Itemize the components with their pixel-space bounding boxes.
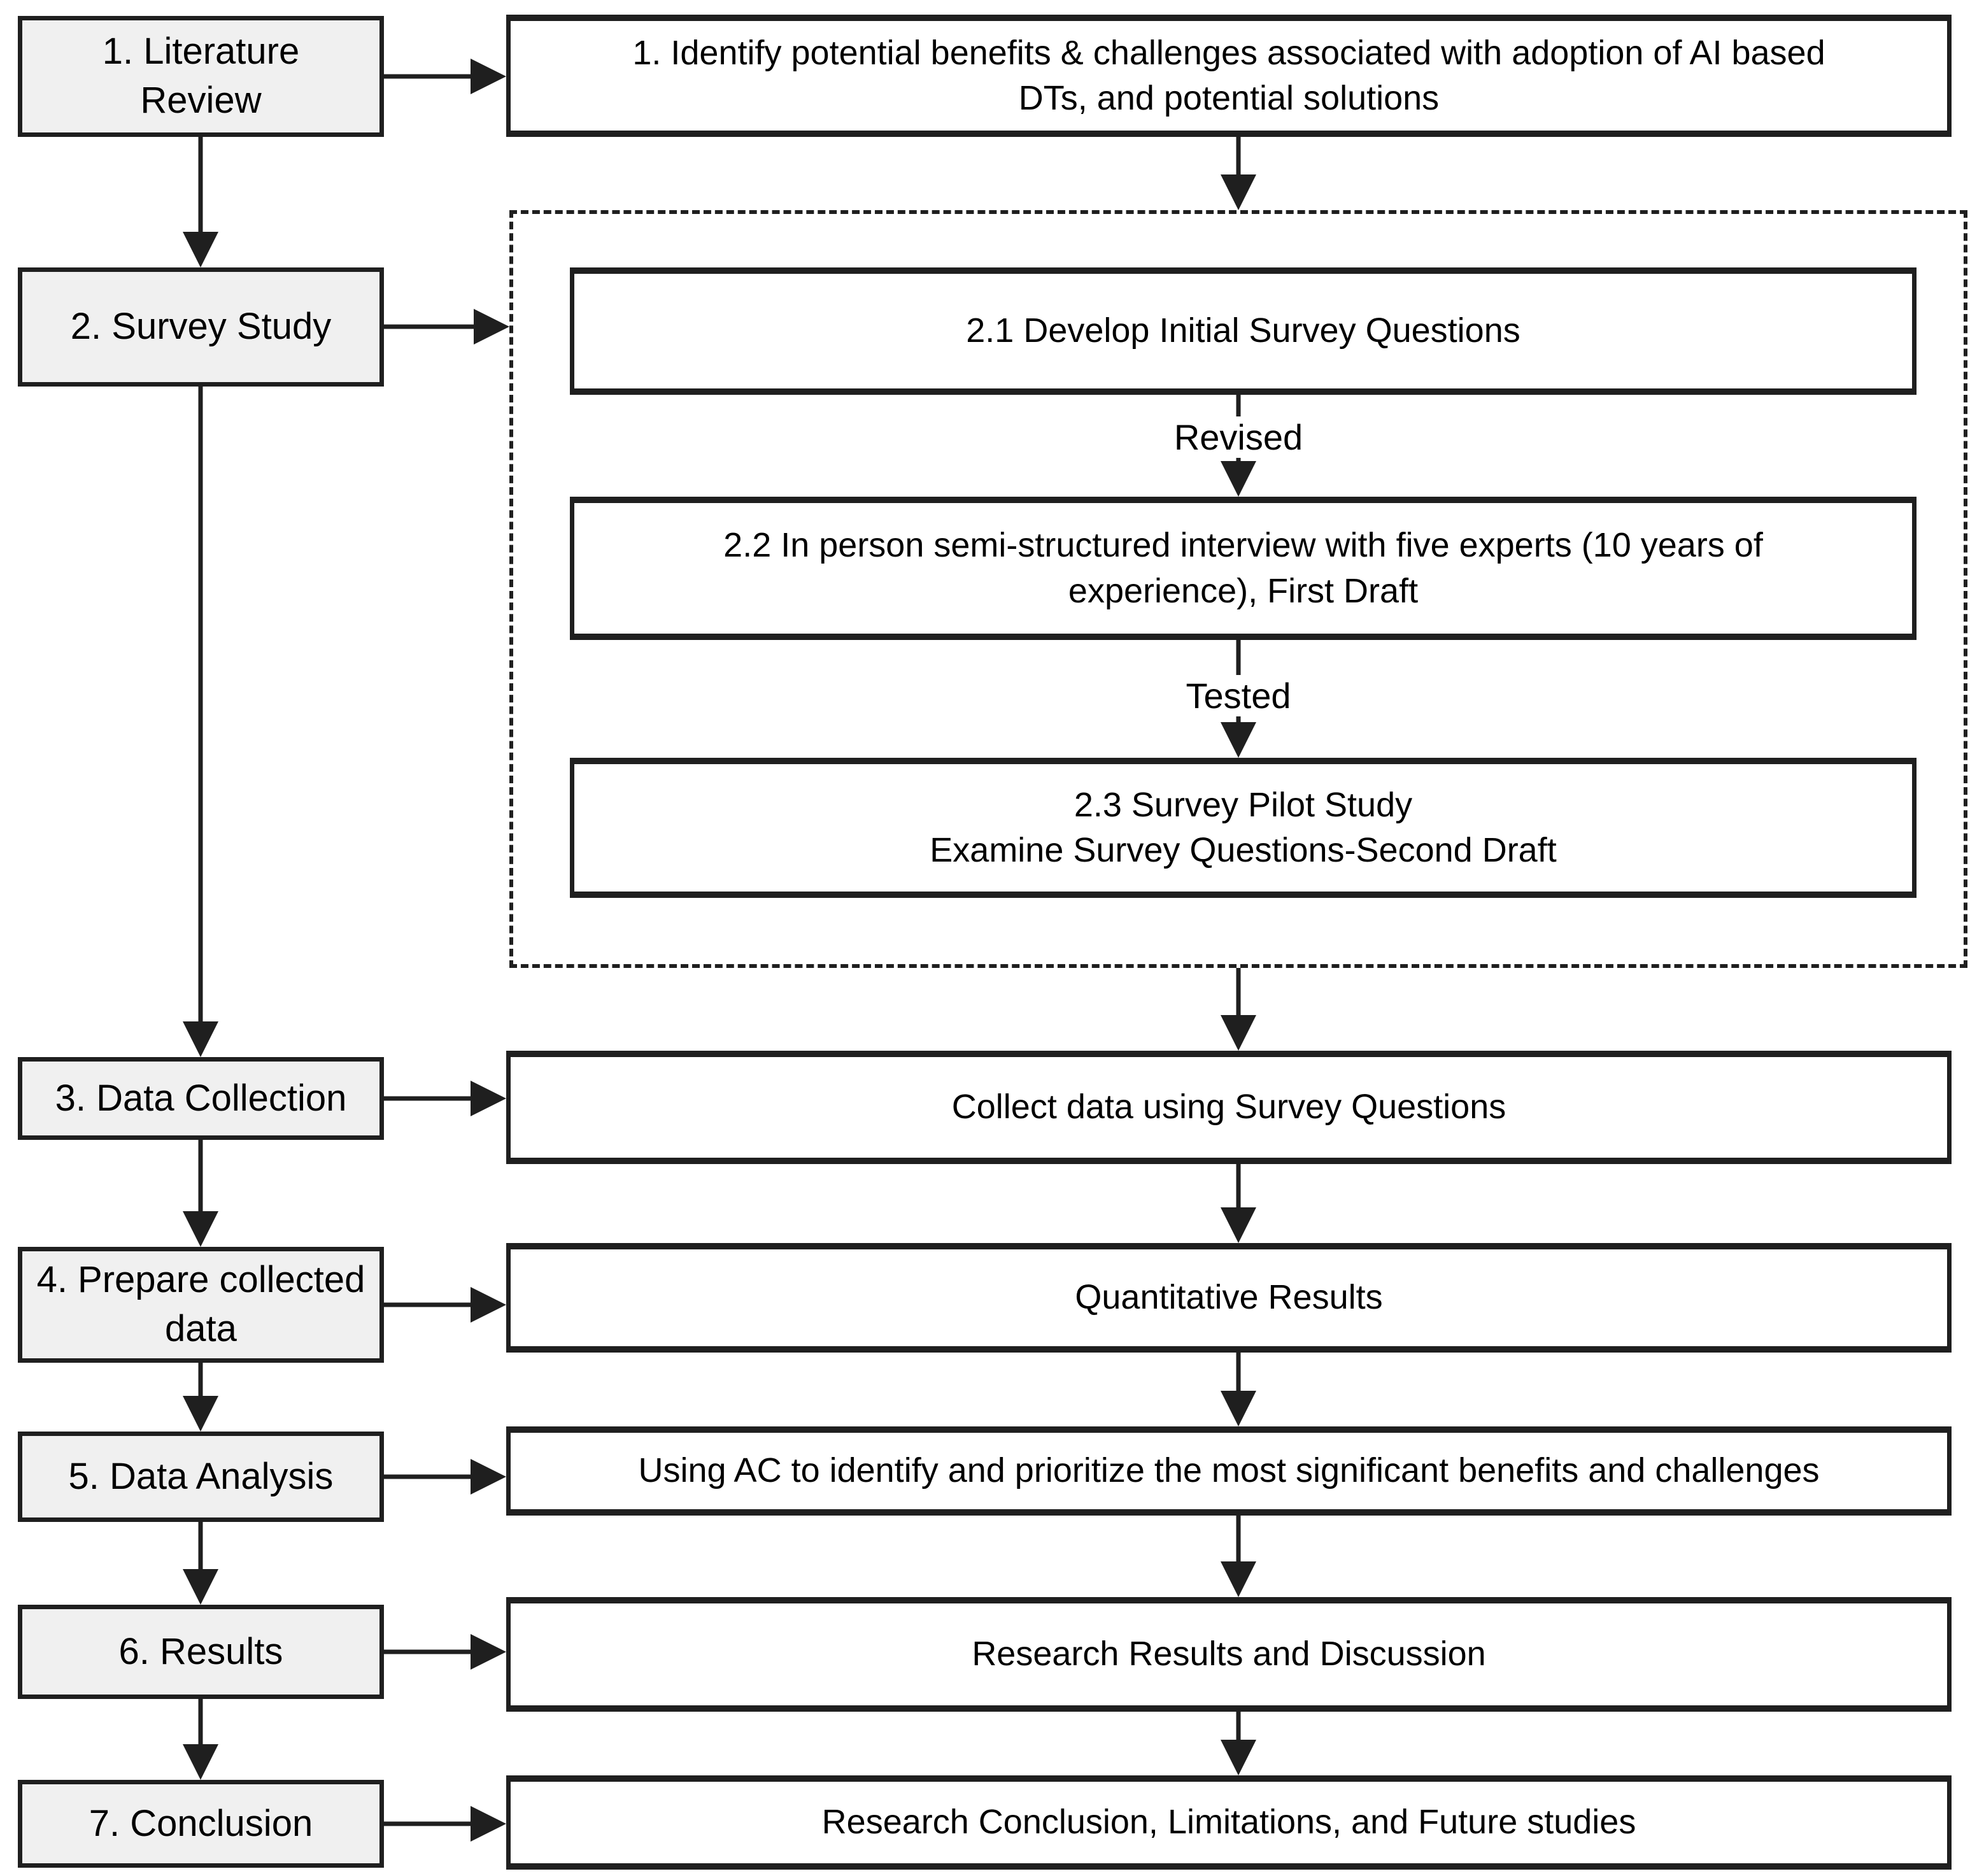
arrow-shaft [1236,1712,1241,1744]
arrow-ac-to-results [1221,1516,1256,1597]
arrow-shaft [384,1474,474,1479]
step-box-literature-review: 1. Literature Review [18,16,384,137]
step-label: 4. Prepare collected data [36,1259,365,1349]
arrow-shaft [1236,968,1241,1019]
substep-text: 2.1 Develop Initial Survey Questions [966,311,1520,350]
arrow-head-icon [183,1396,218,1432]
arrow-shaft [384,74,474,79]
arrow-shaft [1236,1353,1241,1395]
arrow-substep21-to-substep22: Revised [1165,395,1312,497]
step-label: 2. Survey Study [70,306,332,348]
arrow-shaft [198,1699,203,1748]
arrow-head-icon [471,1081,506,1116]
step-label: 6. Results [118,1630,283,1672]
arrow-head-icon [1221,1207,1256,1243]
substep-text: 2.3 Survey Pilot Study Examine Survey Qu… [930,785,1557,869]
detail-text: Research Conclusion, Limitations, and Fu… [821,1803,1636,1842]
arrow-shaft [1236,1516,1241,1565]
arrow-head-icon [183,232,218,267]
arrow-group-to-collect-data [1221,968,1256,1051]
step-box-survey-study: 2. Survey Study [18,267,384,387]
detail-text: Quantitative Results [1075,1278,1383,1317]
arrow-shaft [198,1522,203,1573]
arrow-step3-to-step4 [183,1140,218,1247]
arrow-head-icon [471,1287,506,1323]
detail-box-conclusion-limitations: Research Conclusion, Limitations, and Fu… [506,1775,1952,1870]
arrow-literature-to-detail [384,59,506,94]
arrow-shaft [1236,137,1241,178]
arrow-collection-to-detail [384,1081,506,1116]
arrow-shaft [384,1649,474,1654]
arrow-survey-to-group [384,309,509,345]
arrow-shaft [384,324,478,329]
detail-text: Using AC to identify and prioritize the … [638,1451,1820,1490]
arrow-head-icon [471,1459,506,1495]
substep-box-pilot-study: 2.3 Survey Pilot Study Examine Survey Qu… [570,758,1917,898]
arrow-head-icon [474,309,509,345]
step-label: 5. Data Analysis [68,1455,334,1497]
arrow-head-icon [183,1211,218,1247]
arrow-head-icon [471,1806,506,1842]
arrow-analysis-to-detail [384,1459,506,1495]
arrow-head-icon [1221,1561,1256,1597]
arrow-shaft [384,1096,474,1101]
arrow-head-icon [1221,174,1256,210]
arrow-shaft [198,387,203,1025]
detail-text: Collect data using Survey Questions [951,1088,1506,1126]
arrow-substep22-to-substep23: Tested [1177,640,1300,758]
detail-text: Research Results and Discussion [972,1635,1486,1673]
detail-box-quantitative-results: Quantitative Results [506,1243,1952,1353]
arrow-step4-to-step5 [183,1363,218,1432]
step-box-results: 6. Results [18,1605,384,1699]
detail-box-data-analysis-ac: Using AC to identify and prioritize the … [506,1426,1952,1516]
detail-box-identify-benefits: 1. Identify potential benefits & challen… [506,15,1952,137]
arrow-collect-to-quantitative [1221,1164,1256,1243]
step-box-data-analysis: 5. Data Analysis [18,1432,384,1522]
arrow-detail1-to-group [1221,137,1256,210]
arrow-label-tested: Tested [1177,675,1300,716]
arrow-head-icon [1221,722,1256,758]
arrow-step2-to-step3 [183,387,218,1057]
arrow-head-icon [183,1744,218,1780]
arrow-head-icon [183,1021,218,1057]
arrow-step5-to-step6 [183,1522,218,1605]
arrow-head-icon [1221,461,1256,497]
arrow-label-revised: Revised [1165,416,1312,458]
detail-box-results-discussion: Research Results and Discussion [506,1597,1952,1712]
detail-box-collect-data: Collect data using Survey Questions [506,1051,1952,1164]
step-box-data-collection: 3. Data Collection [18,1057,384,1140]
substep-box-expert-interview: 2.2 In person semi-structured interview … [570,497,1917,640]
arrow-step1-to-step2 [183,136,218,267]
step-label: 7. Conclusion [89,1802,313,1844]
arrow-conclusion-to-detail [384,1806,506,1842]
step-label: 3. Data Collection [55,1077,347,1119]
arrow-shaft [198,1363,203,1400]
arrow-shaft [198,136,203,236]
arrow-quantitative-to-ac [1221,1353,1256,1426]
arrow-head-icon [471,59,506,94]
substep-box-develop-questions: 2.1 Develop Initial Survey Questions [570,267,1917,395]
substep-text: 2.2 In person semi-structured interview … [723,526,1763,610]
arrow-step6-to-step7 [183,1699,218,1780]
arrow-head-icon [1221,1015,1256,1051]
arrow-head-icon [1221,1740,1256,1775]
arrow-head-icon [471,1634,506,1670]
detail-text: 1. Identify potential benefits & challen… [632,33,1825,117]
step-box-conclusion: 7. Conclusion [18,1780,384,1868]
step-box-prepare-collected-data: 4. Prepare collected data [18,1247,384,1363]
arrow-head-icon [1221,1391,1256,1426]
arrow-prepare-to-detail [384,1287,506,1323]
arrow-shaft [198,1140,203,1215]
arrow-shaft [384,1302,474,1307]
arrow-results-to-detail [384,1634,506,1670]
arrow-results-to-conclusion [1221,1712,1256,1775]
arrow-shaft [1236,1164,1241,1211]
survey-study-group-border [509,210,1967,968]
arrow-shaft [384,1821,474,1826]
arrow-head-icon [183,1569,218,1605]
step-label: 1. Literature Review [102,31,300,121]
